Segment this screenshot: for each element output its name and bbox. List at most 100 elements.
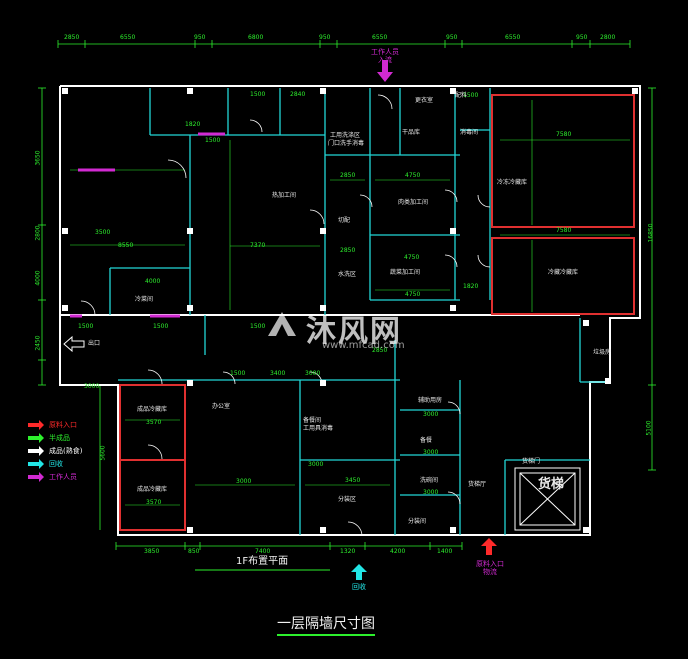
structural-columns (62, 88, 638, 533)
room-label: 工用具消毒 (303, 425, 334, 432)
top-dim-8: 6550 (505, 34, 521, 41)
bottom-dimension-chain (115, 542, 463, 550)
room-label: 备餐间 (303, 417, 322, 424)
top-dim-4: 6800 (248, 34, 264, 41)
inner-dim: 7580 (556, 227, 572, 234)
room-label: 成品冷藏库 (137, 486, 168, 493)
inner-dim: 3000 (305, 370, 321, 377)
top-dim-10: 2800 (600, 34, 616, 41)
partition-walls (109, 88, 610, 535)
inner-dim: 3570 (146, 499, 162, 506)
left-dim-2: 2800 (34, 225, 42, 241)
freight-elevator (514, 467, 581, 531)
cold-room-walls (119, 94, 635, 531)
room-label: 冷菜间 (135, 296, 154, 303)
legend-label: 工作人员 (49, 473, 77, 481)
inner-dim: 1500 (205, 137, 221, 144)
top-dim-3: 950 (194, 34, 206, 41)
room-label: 门口洗手消毒 (328, 140, 365, 147)
inner-dim: 3000 (236, 478, 252, 485)
top-dim-1: 2850 (64, 34, 80, 41)
recycle-caption: 回收 (352, 583, 366, 591)
room-label: 货梯门 (522, 458, 541, 465)
room-label: 冷藏冷藏库 (548, 269, 579, 276)
top-dim-9: 950 (576, 34, 588, 41)
top-dimension-chain (57, 40, 631, 48)
legend-item-semi: 半成品 (28, 433, 70, 443)
inner-dim: 8550 (118, 242, 134, 249)
raw-entry-caption: 原料入口 物流 (476, 560, 504, 577)
left-dimension-chain (38, 87, 101, 530)
room-label: 垃圾房 (593, 349, 612, 356)
inner-dim: 2850 (340, 172, 356, 179)
legend-item-recycle: 回收 (28, 459, 63, 469)
room-label: 分装间 (408, 518, 427, 525)
staff-entry-caption: 工作人员 入流 (371, 48, 399, 65)
bottom-dim-6: 1400 (437, 548, 453, 555)
inner-dim: 3500 (95, 229, 111, 236)
inner-dim: 2850 (372, 347, 388, 354)
room-label: 消毒间 (460, 129, 479, 136)
legend-item-finished: 成品(熟食) (28, 446, 82, 456)
inner-dim: 1500 (250, 323, 266, 330)
room-label: 冷冻冷藏库 (497, 179, 528, 186)
plan-label: 1F布置平面 (236, 556, 289, 567)
top-dim-6: 6550 (372, 34, 388, 41)
inner-dim: 3000 (84, 383, 100, 390)
room-label: 热加工间 (272, 192, 297, 199)
bottom-dim-5: 4200 (390, 548, 406, 555)
room-label: 干品库 (402, 129, 421, 136)
inner-dim: 3000 (423, 489, 439, 496)
inner-dim: 4000 (145, 278, 161, 285)
inner-dim: 1500 (230, 370, 246, 377)
watermark-brand: 沐风网 (306, 314, 402, 349)
inner-dim: 3450 (345, 477, 361, 484)
inner-dim: 4750 (405, 291, 421, 298)
left-dim-1: 3650 (34, 150, 42, 166)
inner-dim: 3570 (146, 419, 162, 426)
room-label: 办公室 (212, 403, 231, 410)
bottom-dim-3: 7400 (255, 548, 271, 555)
right-dimension-chain (648, 87, 656, 471)
room-label: 肉类加工间 (398, 199, 429, 206)
room-label: 货梯厅 (468, 481, 487, 488)
inner-dim: 4750 (405, 172, 421, 179)
right-dim-2: 5100 (645, 420, 653, 436)
legend: 原料入口 半成品 成品(熟食) 回收 工作人员 (24, 416, 104, 506)
room-label: 辅助用房 (418, 397, 443, 404)
inner-dim: 7370 (250, 242, 266, 249)
room-label: 成品冷藏库 (137, 406, 168, 413)
watermark-logo-icon (268, 312, 296, 336)
left-dim-3: 4000 (34, 270, 42, 286)
inner-dim: 1500 (153, 323, 169, 330)
inner-dim: 3000 (423, 449, 439, 456)
arrow-icon (28, 472, 44, 482)
inner-dim: 3400 (270, 370, 286, 377)
legend-item-raw: 原料入口 (28, 420, 77, 430)
arrow-icon (28, 433, 44, 443)
bottom-dim-2: 850 (188, 548, 200, 555)
top-dim-2: 6550 (120, 34, 136, 41)
room-label: 蔬菜加工间 (390, 269, 421, 276)
window-marks (70, 132, 225, 318)
room-label: 工用洗涤区 (330, 132, 361, 139)
right-dim-1: 16850 (647, 223, 655, 243)
drawing-title: 一层隔墙尺寸图 (277, 617, 375, 636)
bottom-dim-1: 3850 (144, 548, 160, 555)
inner-dim: 3000 (423, 411, 439, 418)
inner-dim: 3000 (308, 461, 324, 468)
arrow-icon (28, 446, 44, 456)
room-label: 更衣室 (415, 97, 434, 104)
room-label: 备餐 (420, 437, 433, 444)
room-label: 水洗区 (338, 271, 357, 278)
bottom-dim-4: 1320 (340, 548, 356, 555)
legend-label: 回收 (49, 460, 63, 468)
top-dim-7: 950 (446, 34, 458, 41)
room-label: 分装区 (338, 496, 357, 503)
watermark-url: www.mfcad.com (322, 340, 405, 351)
inner-dim: 7580 (556, 131, 572, 138)
inner-dim: 2840 (290, 91, 306, 98)
room-label: 洗碗间 (420, 477, 439, 484)
left-dim-4: 2450 (34, 335, 42, 351)
